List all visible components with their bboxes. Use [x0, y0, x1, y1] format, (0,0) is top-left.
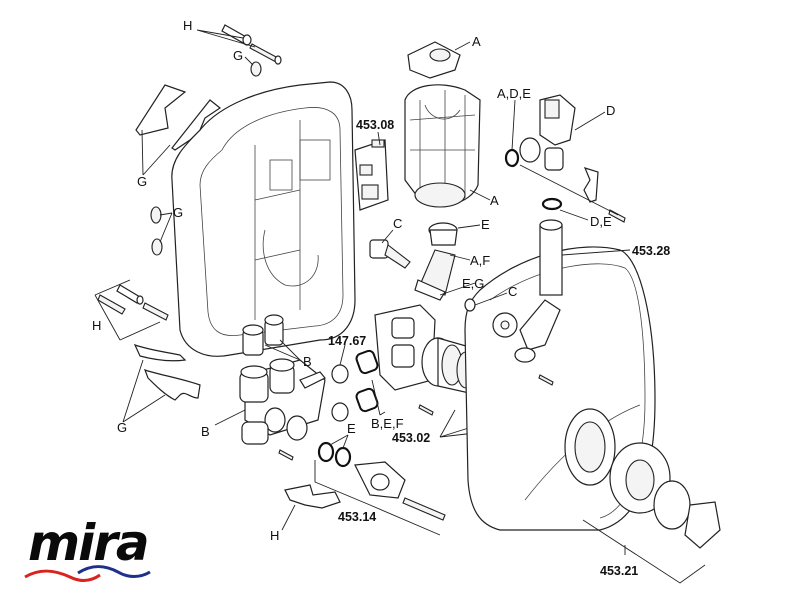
label-h-left: H	[92, 318, 101, 333]
potentiometer	[369, 239, 411, 269]
retaining-clip	[583, 167, 626, 223]
part-number-453-21: 453.21	[600, 564, 638, 578]
label-g-grommets: G	[173, 205, 183, 220]
label-a-motor: A	[490, 193, 499, 208]
label-ade-oring: A,D,E	[497, 86, 531, 101]
control-knob-assembly	[609, 442, 721, 549]
part-number-453-28: 453.28	[632, 244, 670, 258]
label-b-inlet: B	[303, 354, 312, 369]
label-e-orings: E	[347, 421, 356, 436]
label-h-bottom: H	[270, 528, 279, 543]
shower-tube	[539, 219, 563, 296]
logo-wave-red	[24, 569, 101, 582]
e-orings	[317, 441, 352, 468]
label-g-left: G	[117, 420, 127, 435]
label-af-hose: A,F	[470, 253, 490, 268]
gear-wheel	[492, 312, 518, 338]
part-number-453-14: 453.14	[338, 510, 376, 524]
valve-body	[374, 304, 436, 391]
part-number-147-67: 147.67	[328, 334, 366, 348]
part-number-453-02: 453.02	[392, 431, 430, 445]
logo-wave-blue	[77, 565, 151, 578]
oring-ade	[504, 148, 520, 168]
rear-housing	[171, 81, 356, 357]
control-ring	[564, 408, 616, 486]
label-g-covers: G	[137, 174, 147, 189]
label-h-top: H	[183, 18, 192, 33]
label-g-top: G	[233, 48, 243, 63]
label-c-gear: C	[508, 284, 517, 299]
inlet-manifold	[239, 314, 326, 445]
label-eg-hose: E,G	[462, 276, 484, 291]
pump-cap	[407, 41, 461, 79]
clip-covers	[135, 84, 222, 151]
label-c-pot: C	[393, 216, 402, 231]
label-e-seal: E	[481, 217, 490, 232]
filter-inlet	[354, 461, 446, 521]
grommets	[150, 206, 163, 256]
pump-motor	[404, 84, 481, 208]
outlet-elbow	[514, 299, 561, 363]
gaskets	[355, 349, 379, 413]
label-de-oring: D,E	[590, 214, 612, 229]
label-a-cap: A	[472, 34, 481, 49]
part-number-453-08: 453.08	[356, 118, 394, 132]
left-screws	[97, 284, 169, 321]
brand-logo-text: mira	[28, 514, 148, 572]
solenoid-valve	[519, 94, 576, 171]
oring-de	[541, 197, 563, 211]
mira-logo: mira	[24, 514, 151, 582]
top-screws	[221, 24, 282, 77]
circuit-board	[354, 139, 389, 211]
label-d-valve: D	[606, 103, 615, 118]
left-clips	[133, 343, 201, 401]
hose-assembly	[414, 222, 458, 301]
plugs	[331, 364, 349, 422]
label-b-manifold: B	[201, 424, 210, 439]
label-bef-gaskets: B,E,F	[371, 416, 404, 431]
